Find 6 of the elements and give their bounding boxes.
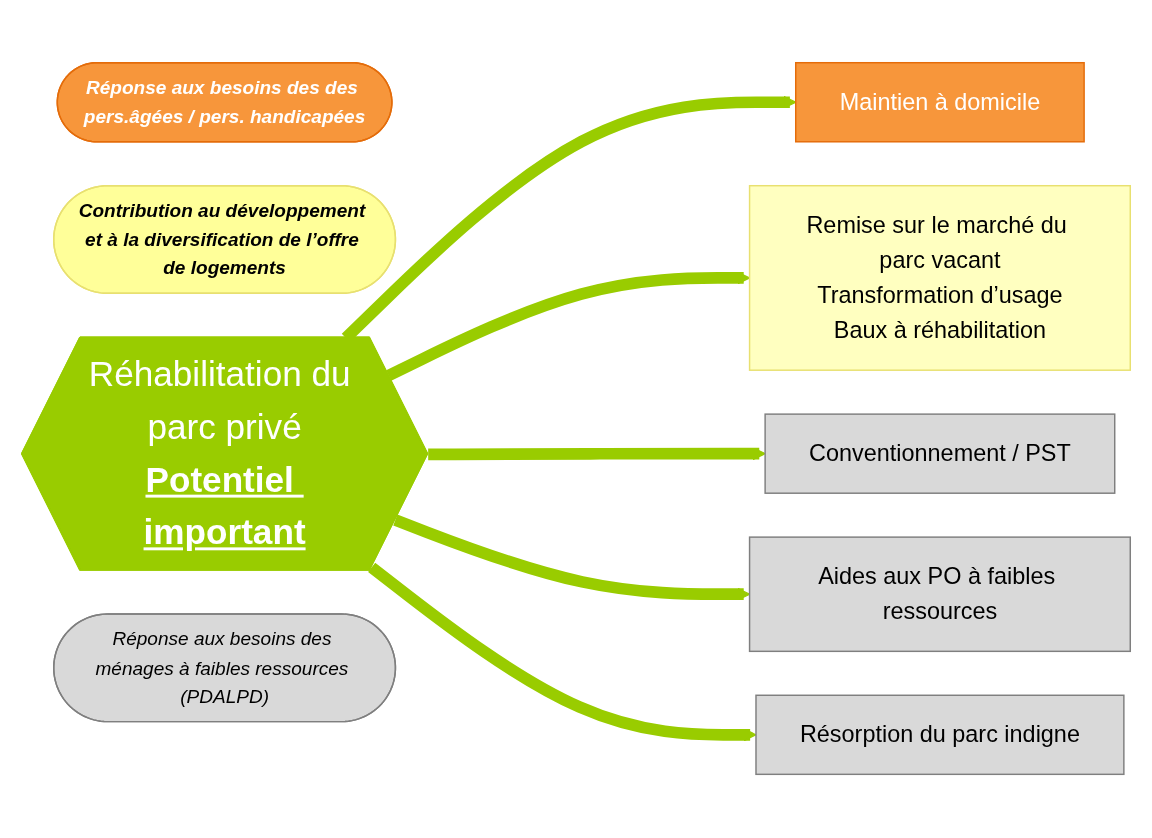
node-box: Remise sur le marché du parc vacant Transformation d’usage Baux à réhabilitation (748, 185, 1131, 372)
node-box: Conventionnement / PST (764, 413, 1116, 495)
node-box: Aides aux PO à faibles ressources (748, 536, 1131, 653)
node-box: Résorption du parc indigne (755, 695, 1125, 776)
node-box: Maintien à domicile (795, 62, 1085, 143)
arrow (428, 447, 766, 461)
